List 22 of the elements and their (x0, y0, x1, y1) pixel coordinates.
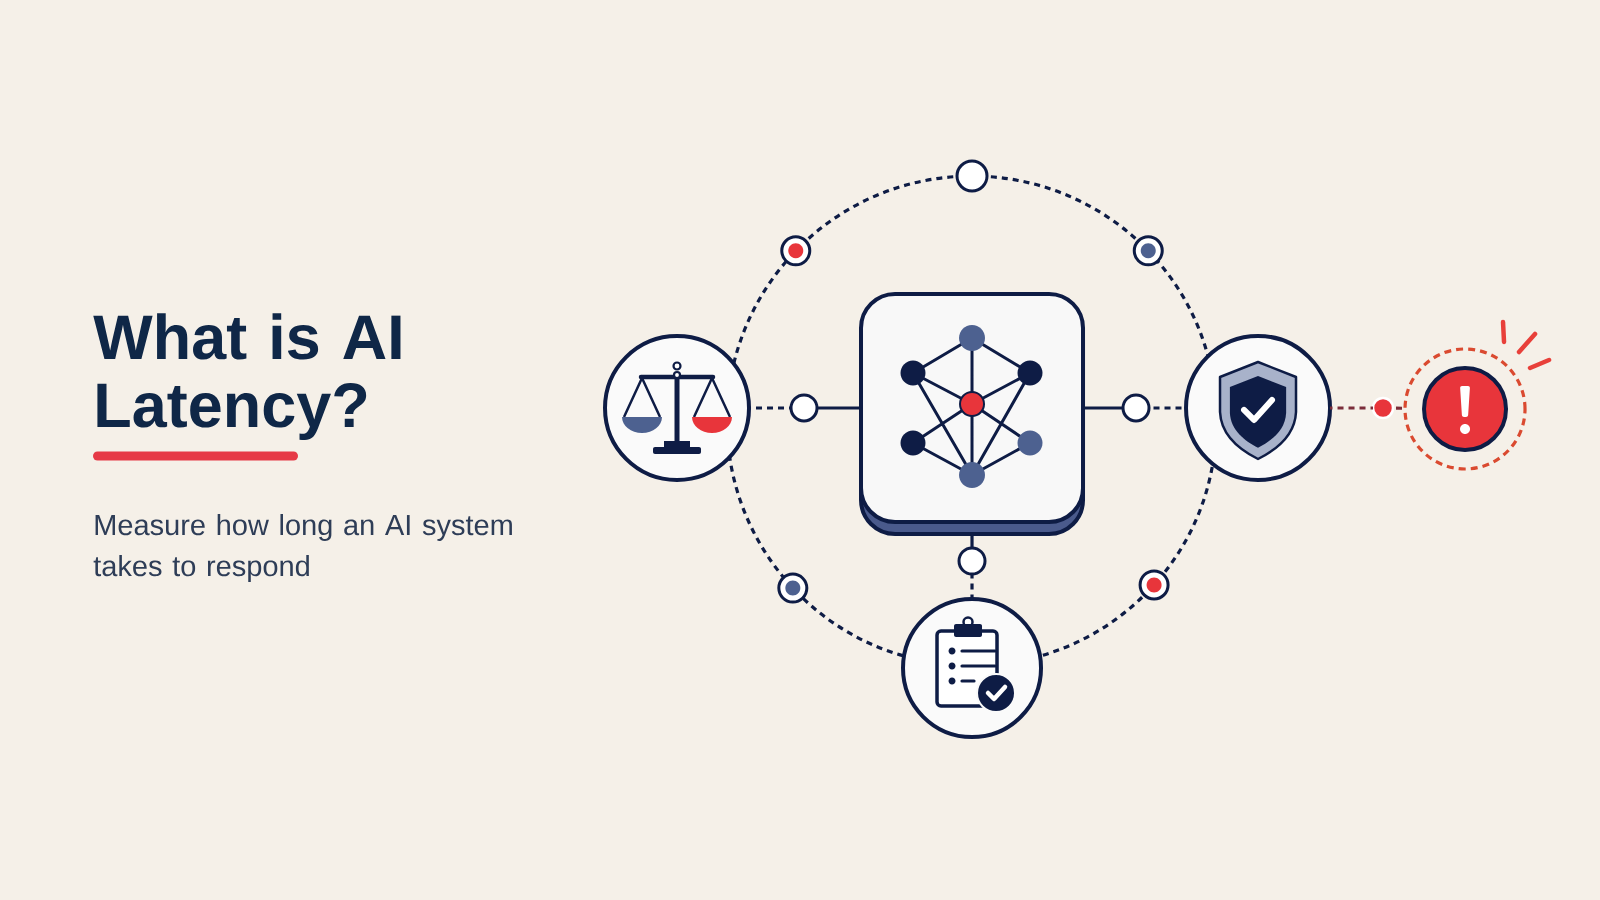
connector-line (749, 406, 791, 410)
junction-circle (957, 546, 987, 576)
subtitle: Measure how long an AI system takes to respond (93, 514, 512, 582)
ring-arc (732, 260, 788, 365)
connector-line (817, 406, 861, 410)
ring-dot (1132, 235, 1164, 267)
ring-dot (1138, 569, 1170, 601)
icon-circle (603, 334, 751, 482)
connector-line (970, 574, 974, 599)
title: What is AI Latency? (93, 313, 401, 441)
connector-line (1083, 406, 1123, 410)
ring-dot (780, 235, 812, 267)
ring-arc (728, 456, 785, 579)
junction-circle (1121, 393, 1151, 423)
ring-arc (1156, 260, 1210, 357)
junction-circle (789, 393, 819, 423)
junction-circle (955, 159, 989, 193)
ring-arc (801, 596, 905, 658)
ring-dot (777, 572, 809, 604)
pulse-ring (1403, 347, 1527, 471)
connector-line (1330, 406, 1373, 410)
connector-line (970, 534, 974, 548)
